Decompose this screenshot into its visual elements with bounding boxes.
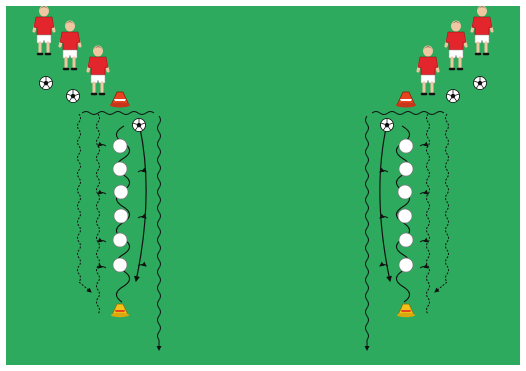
ball-icon (67, 90, 80, 103)
marker-disc (399, 162, 413, 176)
marker-disc (114, 185, 128, 199)
drill-diagram (6, 6, 520, 365)
ball-icon (40, 77, 53, 90)
ball-icon (474, 77, 487, 90)
ball-icon (133, 119, 146, 132)
marker-disc (399, 233, 413, 247)
ball-icon (447, 90, 460, 103)
pitch-canvas (6, 6, 520, 365)
marker-disc (113, 233, 127, 247)
pitch-surface (6, 6, 520, 365)
ball-icon (381, 119, 394, 132)
marker-disc (113, 139, 127, 153)
marker-disc (398, 185, 412, 199)
marker-disc (113, 162, 127, 176)
marker-disc (399, 139, 413, 153)
marker-disc (113, 258, 127, 272)
marker-disc (398, 209, 412, 223)
marker-disc (399, 258, 413, 272)
marker-disc (114, 209, 128, 223)
